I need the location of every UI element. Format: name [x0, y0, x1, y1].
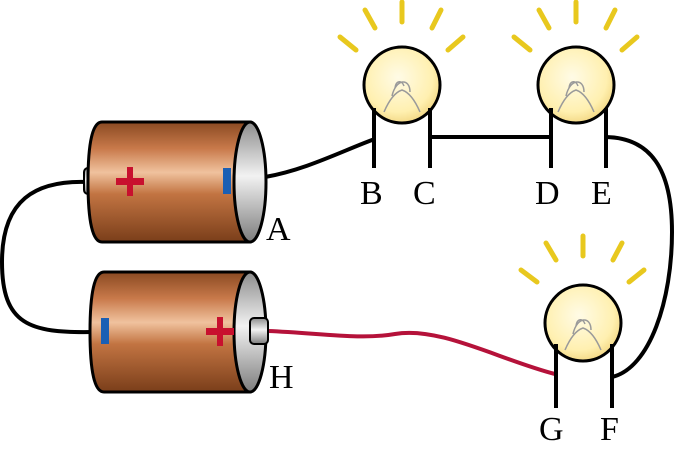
- labels: A B C D E H G F: [266, 175, 619, 448]
- plus-sign-bottom-v: [217, 317, 223, 346]
- battery-top: [83, 120, 268, 244]
- label-b: B: [360, 175, 383, 212]
- bulb-2-glass: [536, 45, 616, 125]
- label-g: G: [539, 411, 564, 448]
- bulb-2-rays: [511, 0, 640, 53]
- label-e: E: [591, 175, 612, 212]
- label-h: H: [269, 359, 294, 396]
- bulb-1-glass: [362, 45, 442, 125]
- bulb-3: [518, 233, 647, 408]
- label-f: F: [600, 411, 619, 448]
- wire-battery-link: [0, 179, 94, 335]
- bulb-3-glass: [543, 283, 623, 363]
- label-a: A: [266, 211, 291, 248]
- bulb-1-filament: [383, 81, 421, 113]
- bulb-2-filament: [557, 81, 595, 113]
- bulb-2: [511, 0, 640, 168]
- wire-a-to-b: [263, 138, 374, 179]
- battery-bottom-nub: [249, 317, 269, 345]
- battery-bottom: [88, 270, 269, 394]
- battery-bottom-body: [88, 270, 252, 394]
- minus-sign-top: [223, 168, 231, 194]
- plus-sign-top-v: [127, 167, 133, 196]
- bulb-3-filament: [564, 319, 602, 351]
- label-d: D: [535, 175, 560, 212]
- battery-top-body: [86, 120, 252, 244]
- minus-sign-bottom: [101, 318, 109, 344]
- bulb-1: [337, 0, 466, 168]
- wire-e-to-f: [604, 135, 674, 379]
- label-c: C: [413, 175, 436, 212]
- wires: [0, 135, 674, 379]
- bulb-3-rays: [518, 233, 647, 285]
- battery-top-cap: [232, 120, 268, 244]
- wire-h-to-g: [266, 329, 557, 376]
- bulb-1-rays: [337, 0, 466, 53]
